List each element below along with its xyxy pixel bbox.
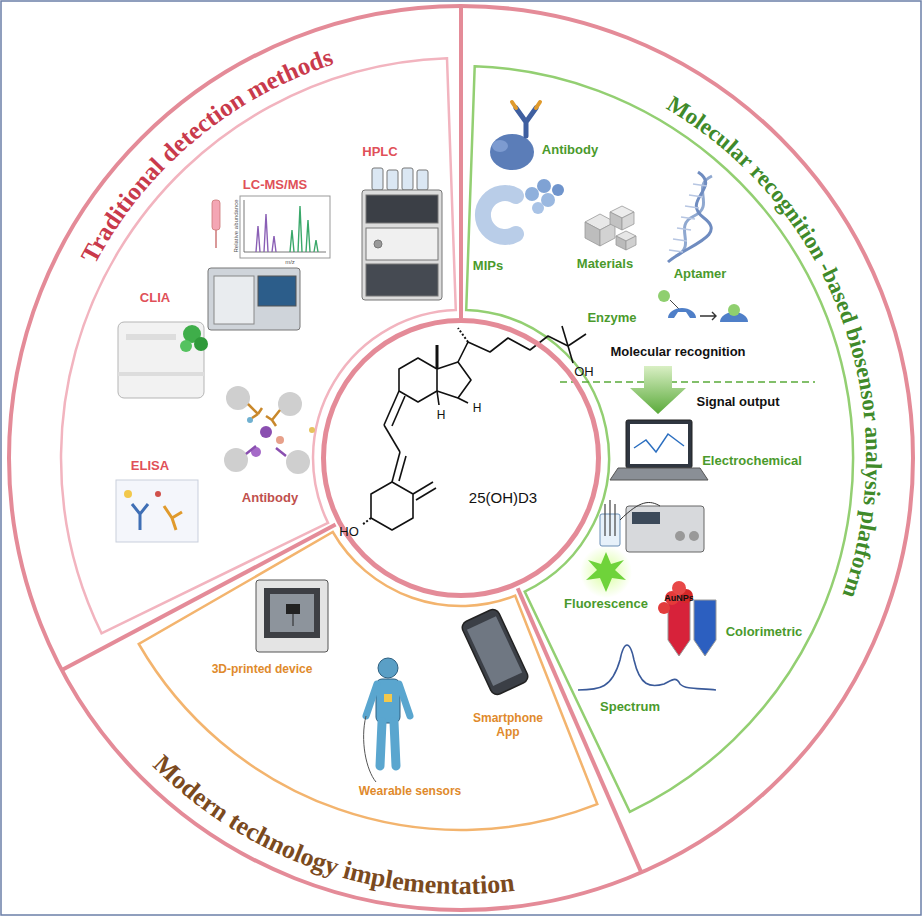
technology-label: Smartphone App — [466, 712, 550, 740]
technology-label: 3D-printed device — [212, 663, 313, 677]
mip-icon — [483, 179, 564, 237]
wearable-person — [364, 658, 410, 782]
aptamer-helix — [668, 172, 712, 262]
signal-label: Colorimetric — [726, 625, 803, 640]
atom-label: HO — [339, 525, 359, 540]
material-cubes — [585, 206, 636, 250]
divider-line — [62, 6, 641, 873]
technology-label: Wearable sensors — [359, 785, 462, 799]
method-label: HPLC — [362, 145, 397, 160]
atom-label: H — [473, 402, 482, 416]
clia-analyzer — [118, 322, 208, 398]
colorimetric-tubes — [658, 581, 716, 656]
antibody-icon — [490, 102, 540, 170]
elisa-plate — [116, 480, 198, 542]
fluorescence-burst — [580, 546, 632, 598]
method-label: LC-MS/MS — [243, 178, 307, 193]
signal-label: Electrochemical — [702, 454, 802, 469]
atom-label: OH — [574, 365, 594, 380]
axis-label: m/z — [285, 259, 295, 266]
recognition-label: Aptamer — [674, 267, 727, 282]
recognition-label: Enzyme — [587, 311, 636, 326]
axis-label: Relative abundance — [233, 199, 240, 252]
flow-arrow — [630, 366, 686, 414]
antibody-beads — [224, 386, 315, 474]
particle-label: AuNPs — [664, 593, 694, 603]
sector-title-text: Traditional detection methods — [75, 43, 336, 267]
center-circle: 25(OH)D3 — [321, 318, 601, 598]
method-label: CLIA — [140, 291, 170, 306]
sector-title: Modern technology implementation — [148, 749, 517, 900]
sector-title-text: Modern technology implementation — [148, 749, 517, 900]
method-label: ELISA — [131, 459, 169, 474]
sector-title: Traditional detection methods — [75, 43, 336, 267]
step-label: Molecular recognition — [610, 345, 745, 360]
molecule-structure — [362, 326, 586, 530]
molecule-name: 25(OH)D3 — [469, 489, 537, 506]
spectrum-curve — [578, 645, 716, 690]
recognition-label: MIPs — [473, 259, 503, 274]
electrochemical-setup — [600, 420, 708, 552]
hplc-instrument — [362, 168, 442, 300]
recognition-label: Antibody — [542, 143, 598, 158]
step-label: Signal output — [696, 395, 779, 410]
smartphone — [460, 607, 530, 696]
printer-device — [256, 580, 328, 652]
method-label: Antibody — [242, 491, 298, 506]
signal-label: Fluorescence — [564, 597, 648, 612]
recognition-label: Materials — [577, 257, 633, 272]
lcms-instrument — [208, 196, 330, 330]
signal-label: Spectrum — [600, 700, 660, 715]
dashed-divider — [560, 381, 815, 383]
sector-outline — [61, 58, 853, 830]
atom-label: H — [437, 409, 446, 423]
enzyme-icon — [658, 290, 748, 322]
